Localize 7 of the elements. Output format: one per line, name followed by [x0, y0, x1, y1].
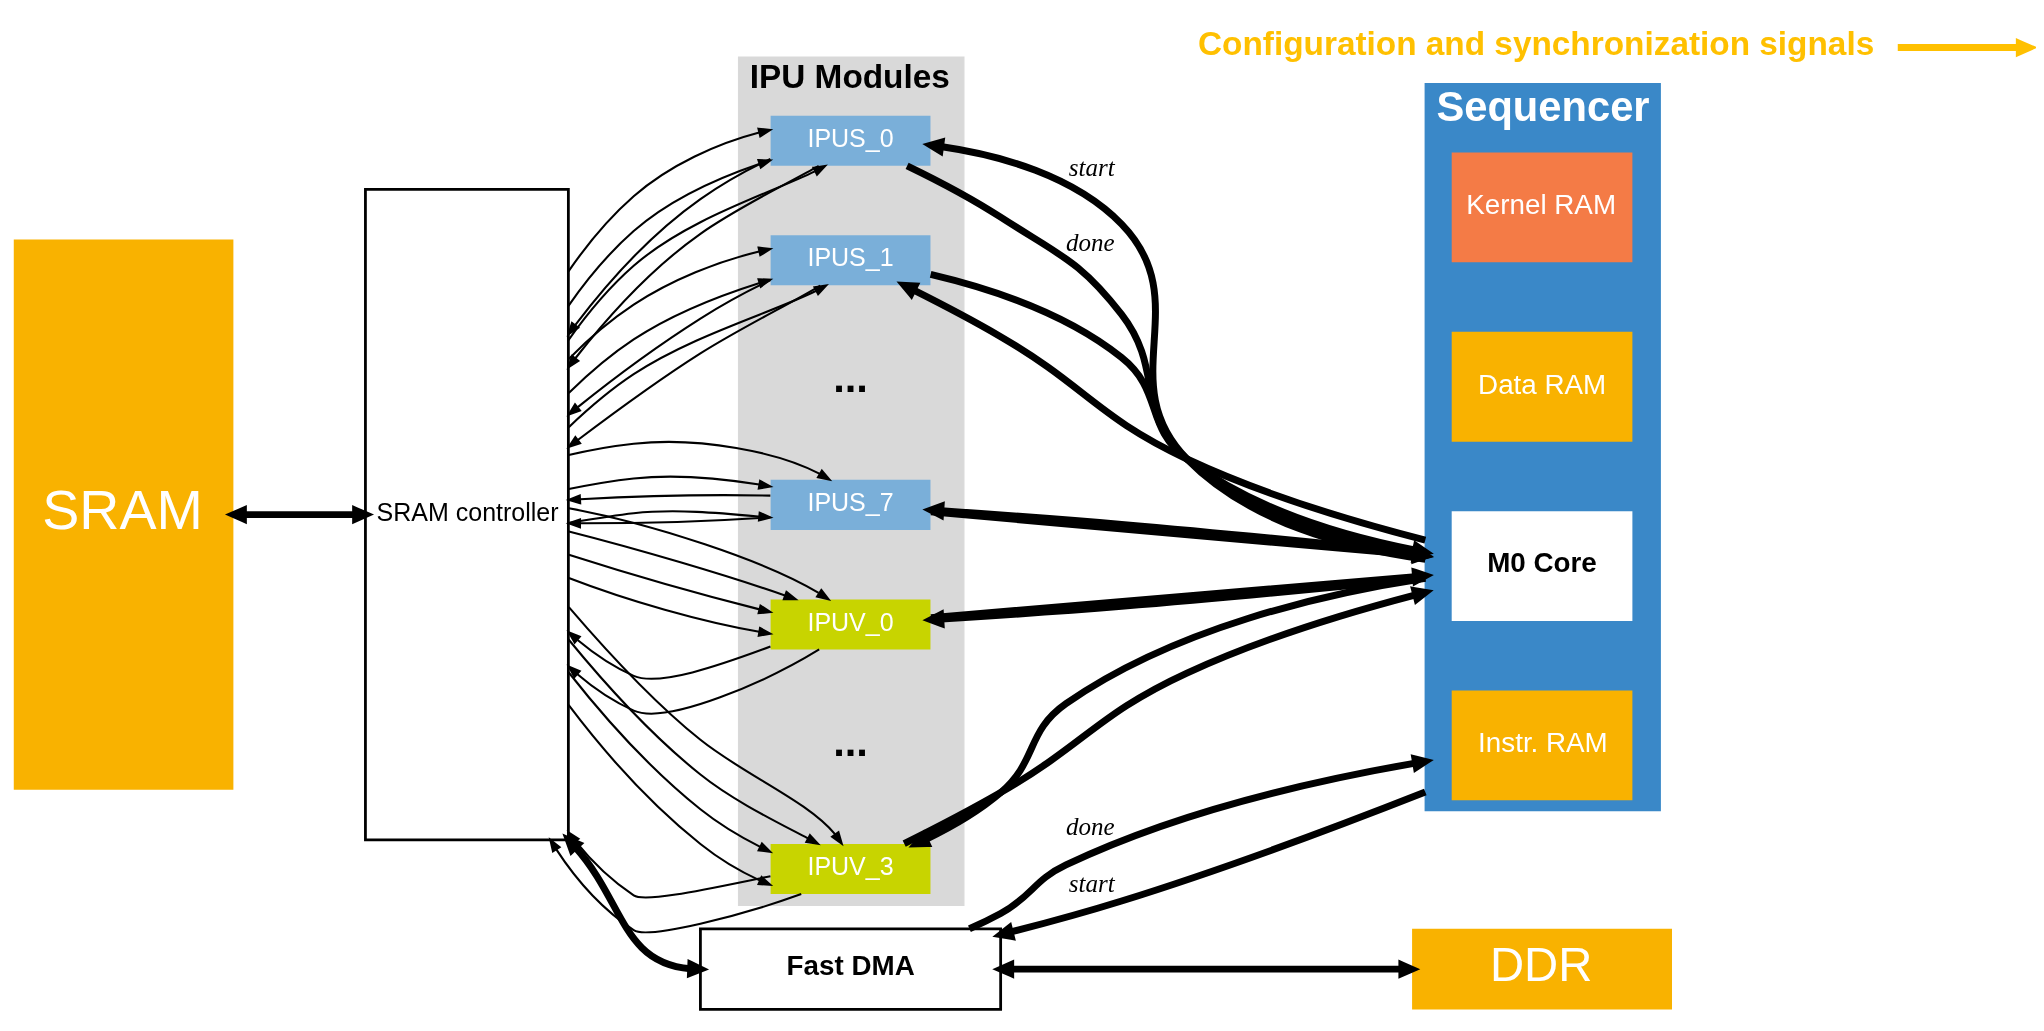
label: ... [833, 353, 868, 401]
edge-label: done [1065, 812, 1115, 840]
node-text: Configuration and synchronization signals [1198, 24, 1875, 62]
edge-label: done [1065, 228, 1115, 256]
label: ... [833, 717, 868, 765]
edge-label: start [1068, 869, 1115, 897]
edge-label: start [1068, 153, 1115, 181]
